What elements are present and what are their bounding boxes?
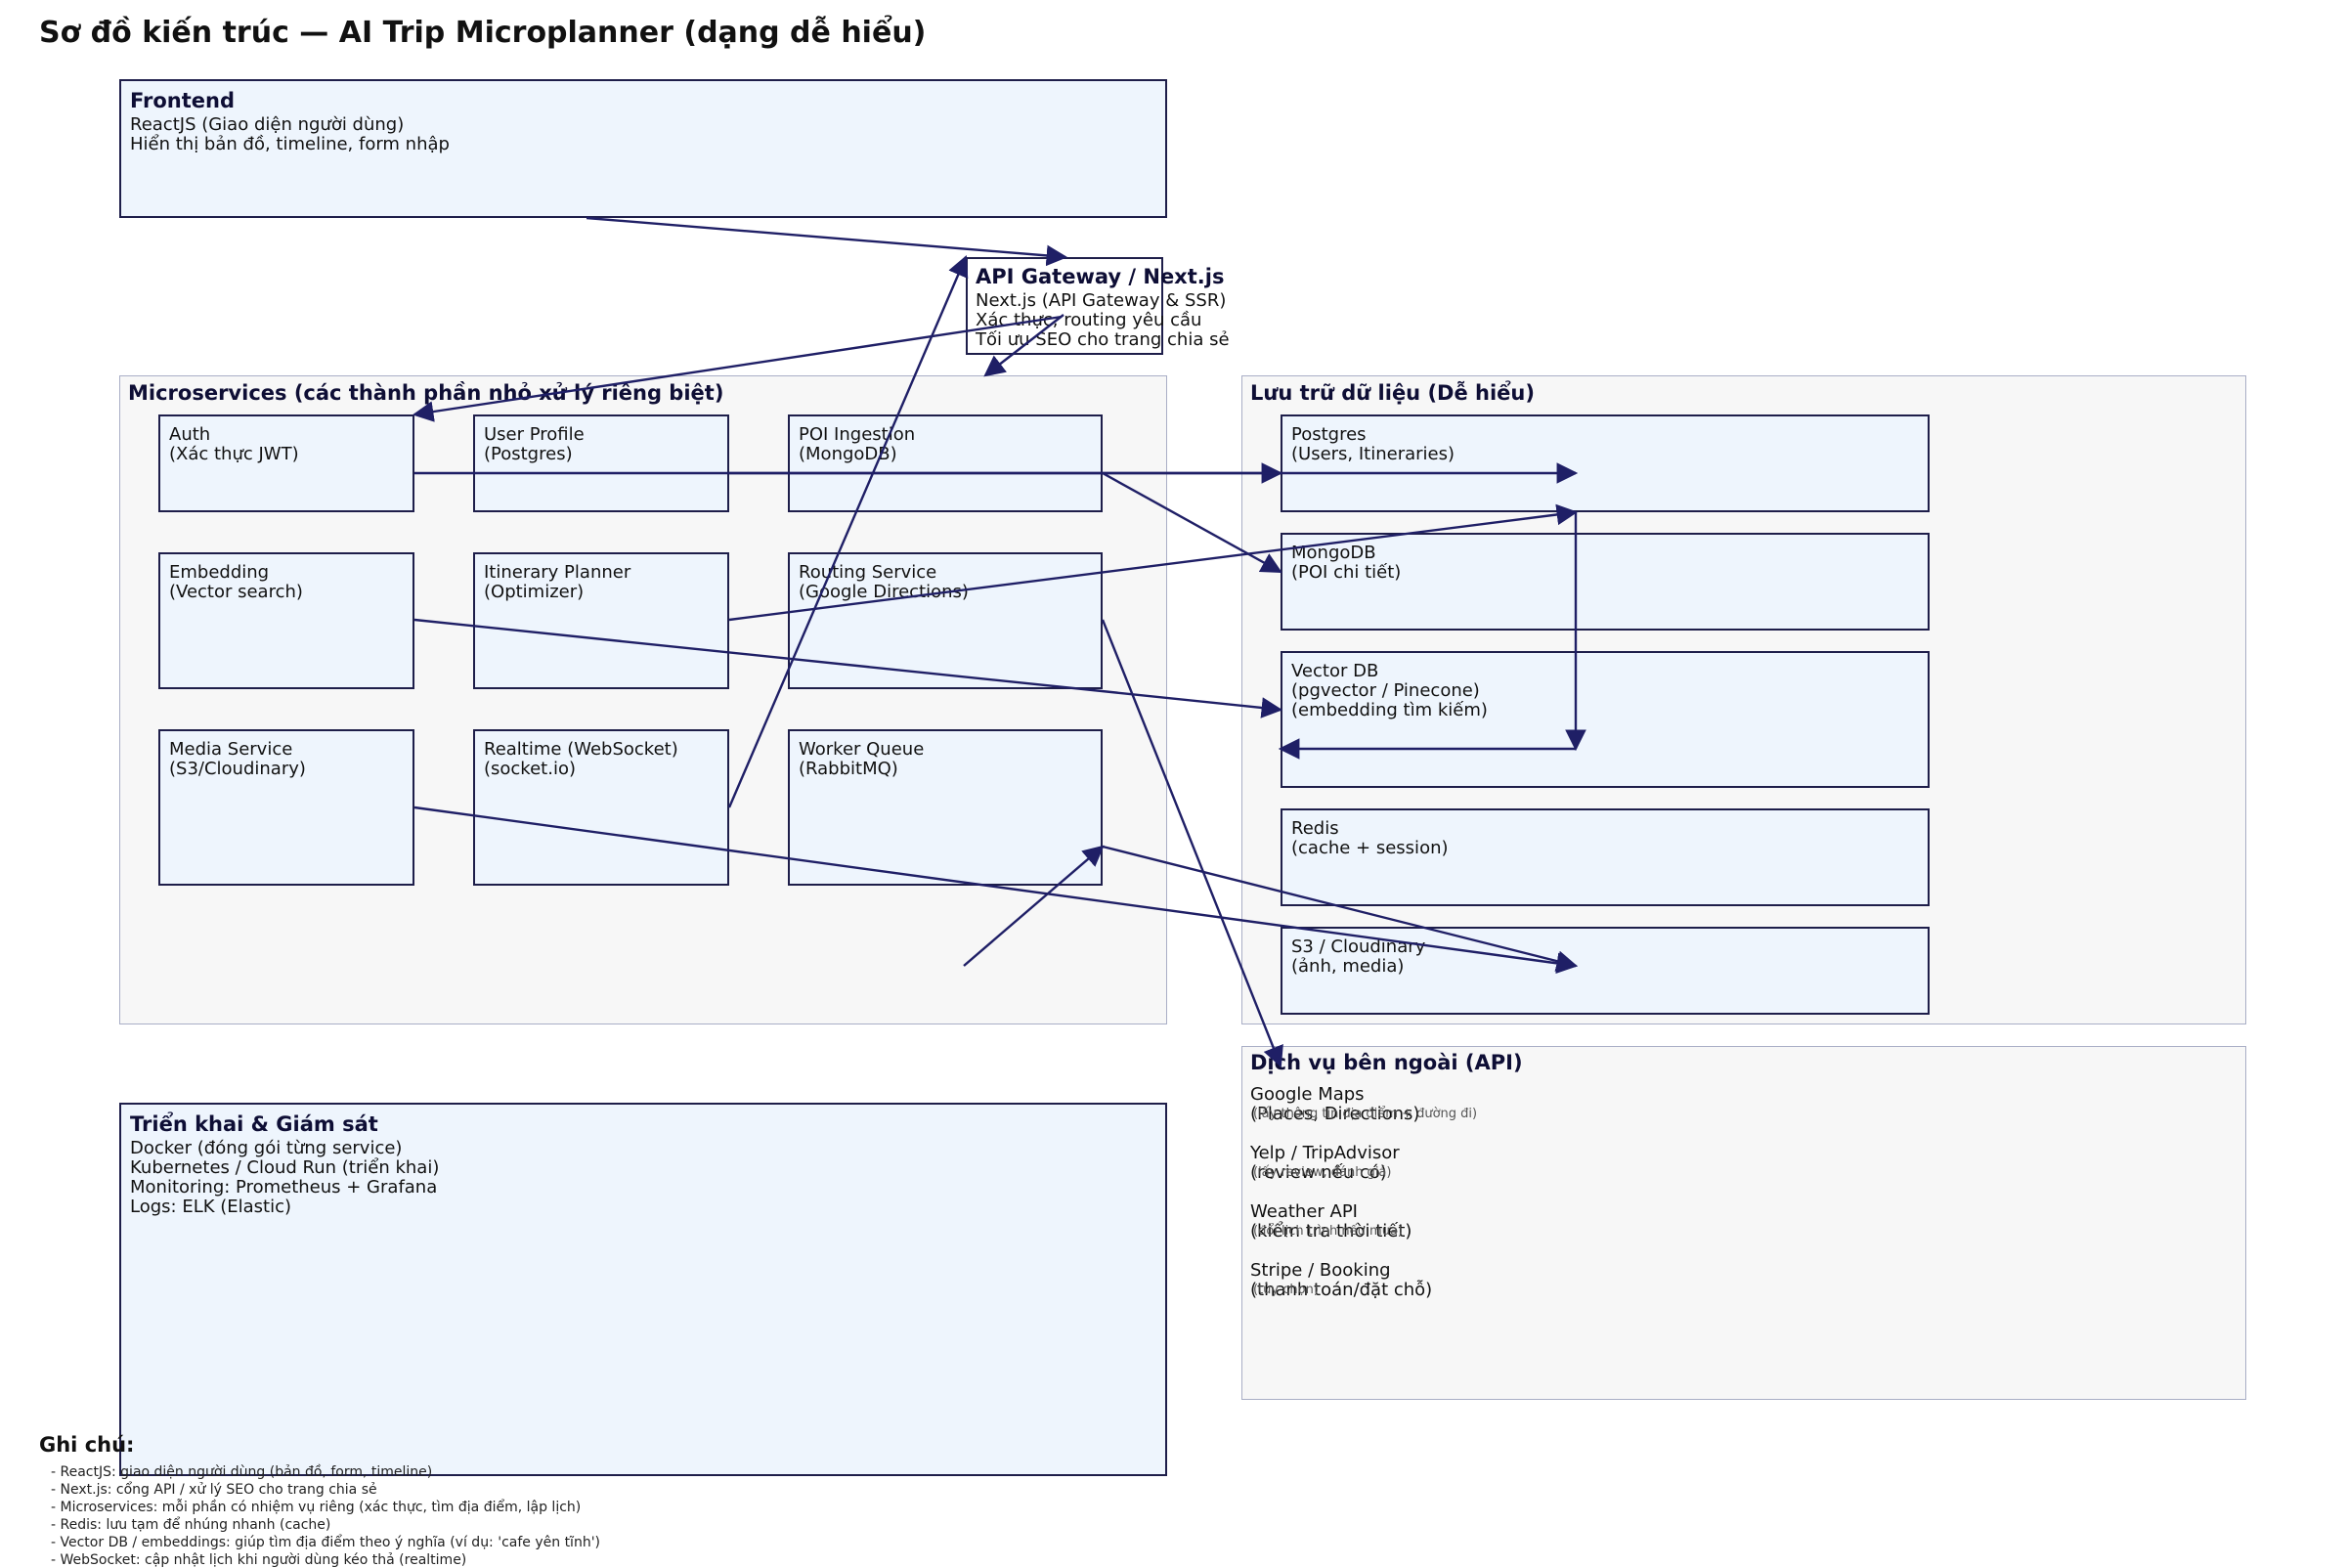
deploy-monitoring-box: Triển khai & Giám sát Docker (đóng gói t… (119, 1103, 1167, 1476)
service-name: Realtime (WebSocket) (484, 739, 678, 760)
media-service: Media Service (S3/Cloudinary) (158, 729, 414, 886)
store-name: Redis (1291, 818, 1339, 839)
deploy-line: Kubernetes / Cloud Run (triển khai) (130, 1157, 440, 1178)
arrow-frontend-to-gateway (586, 216, 1068, 267)
service-detail: (RabbitMQ) (799, 759, 898, 779)
external-yelp-tripadvisor: Yelp / TripAdvisor (review nếu có) (1250, 1144, 1400, 1183)
frontend-line: ReactJS (Giao diện người dùng) (130, 114, 405, 135)
embedding-service: Embedding (Vector search) (158, 552, 414, 689)
store-detail: (Users, Itineraries) (1291, 444, 1455, 464)
external-heading: Dịch vụ bên ngoài (API) (1250, 1051, 1523, 1074)
external-name: Yelp / TripAdvisor (1250, 1143, 1400, 1163)
store-name: S3 / Cloudinary (1291, 936, 1426, 957)
redis-store: Redis (cache + session) (1281, 808, 1930, 906)
service-name: Itinerary Planner (484, 562, 631, 583)
service-name: Worker Queue (799, 739, 925, 760)
poi-ingestion-service: POI Ingestion (MongoDB) (788, 414, 1103, 512)
gateway-line: Next.js (API Gateway & SSR) (976, 290, 1227, 311)
service-detail: (Google Directions) (799, 582, 969, 602)
store-detail: (embedding tìm kiếm) (1291, 700, 1488, 720)
external-google-maps: Google Maps (Places, Directions) (1250, 1085, 1419, 1124)
note-line: - Vector DB / embeddings: giúp tìm địa đ… (51, 1535, 601, 1550)
vector-db-store: Vector DB (pgvector / Pinecone) (embeddi… (1281, 651, 1930, 788)
user-profile-service: User Profile (Postgres) (473, 414, 729, 512)
gateway-line: Tối ưu SEO cho trang chia sẻ (976, 329, 1230, 350)
diagram-title: Sơ đồ kiến trúc — AI Trip Microplanner (… (39, 16, 927, 50)
deploy-line: Docker (đóng gói từng service) (130, 1138, 403, 1158)
external-detail: (thanh toán/đặt chỗ) (1250, 1280, 1433, 1300)
service-detail: (socket.io) (484, 759, 576, 779)
frontend-heading: Frontend (130, 89, 235, 112)
deploy-line: Monitoring: Prometheus + Grafana (130, 1177, 438, 1198)
service-name: Auth (169, 424, 211, 445)
note-line: - ReactJS: giao diện người dùng (bản đồ,… (51, 1464, 433, 1480)
external-panel (1241, 1046, 2246, 1400)
store-detail: (POI chi tiết) (1291, 562, 1402, 583)
api-gateway-box: API Gateway / Next.js Next.js (API Gatew… (966, 257, 1230, 355)
deploy-heading: Triển khai & Giám sát (130, 1112, 378, 1136)
service-name: Media Service (169, 739, 293, 760)
storage-heading: Lưu trữ dữ liệu (Dễ hiểu) (1250, 381, 1535, 405)
service-name: Routing Service (799, 562, 937, 583)
store-name: MongoDB (1291, 543, 1376, 563)
external-name: Weather API (1250, 1201, 1358, 1222)
auth-service: Auth (Xác thực JWT) (158, 414, 414, 512)
service-detail: (Vector search) (169, 582, 303, 602)
store-detail: (cache + session) (1291, 838, 1449, 858)
realtime-service: Realtime (WebSocket) (socket.io) (473, 729, 729, 886)
frontend-line: Hiển thị bản đồ, timeline, form nhập (130, 134, 450, 154)
external-note: (đổi lịch trình nếu mưa) (1253, 1224, 1403, 1239)
external-name: Stripe / Booking (1250, 1260, 1391, 1281)
itinerary-planner-service: Itinerary Planner (Optimizer) (473, 552, 729, 689)
service-detail: (MongoDB) (799, 444, 897, 464)
external-note: (lấy thông tin địa điểm + đường đi) (1253, 1107, 1478, 1121)
store-detail: (ảnh, media) (1291, 956, 1405, 977)
gateway-line: Xác thực, routing yêu cầu (976, 310, 1202, 330)
service-name: POI Ingestion (799, 424, 916, 445)
external-detail: (kiểm tra thời tiết) (1250, 1221, 1412, 1241)
service-name: User Profile (484, 424, 585, 445)
notes-heading: Ghi chú: (39, 1433, 135, 1457)
note-line: - WebSocket: cập nhật lịch khi người dùn… (51, 1552, 467, 1568)
gateway-heading: API Gateway / Next.js (976, 265, 1225, 288)
postgres-store: Postgres (Users, Itineraries) (1281, 414, 1930, 512)
external-detail: (review nếu có) (1250, 1162, 1387, 1183)
note-line: - Next.js: cổng API / xử lý SEO cho tran… (51, 1482, 377, 1498)
external-note: (lấy review, đánh giá) (1253, 1165, 1392, 1180)
external-detail: (Places, Directions) (1250, 1104, 1420, 1124)
s3-cloudinary-store: S3 / Cloudinary (ảnh, media) (1281, 927, 1930, 1015)
microservices-heading: Microservices (các thành phần nhỏ xử lý … (128, 381, 724, 405)
note-line: - Microservices: mỗi phần có nhiệm vụ ri… (51, 1500, 582, 1515)
service-detail: (Xác thực JWT) (169, 444, 299, 464)
note-line: - Redis: lưu tạm để nhúng nhanh (cache) (51, 1517, 331, 1533)
store-name: Vector DB (1291, 661, 1379, 681)
service-detail: (Optimizer) (484, 582, 585, 602)
external-stripe-booking: Stripe / Booking (thanh toán/đặt chỗ) (1250, 1261, 1432, 1300)
external-weather-api: Weather API (kiểm tra thời tiết) (1250, 1202, 1412, 1241)
external-note: (tùy chọn) (1253, 1283, 1319, 1297)
frontend-box: Frontend ReactJS (Giao diện người dùng) … (119, 79, 1167, 218)
service-name: Embedding (169, 562, 270, 583)
service-detail: (Postgres) (484, 444, 573, 464)
store-name: Postgres (1291, 424, 1367, 445)
store-detail: (pgvector / Pinecone) (1291, 680, 1480, 701)
worker-queue-service: Worker Queue (RabbitMQ) (788, 729, 1103, 886)
service-detail: (S3/Cloudinary) (169, 759, 306, 779)
routing-service: Routing Service (Google Directions) (788, 552, 1103, 689)
mongodb-store: MongoDB (POI chi tiết) (1281, 533, 1930, 631)
deploy-line: Logs: ELK (Elastic) (130, 1197, 292, 1217)
external-name: Google Maps (1250, 1084, 1365, 1105)
